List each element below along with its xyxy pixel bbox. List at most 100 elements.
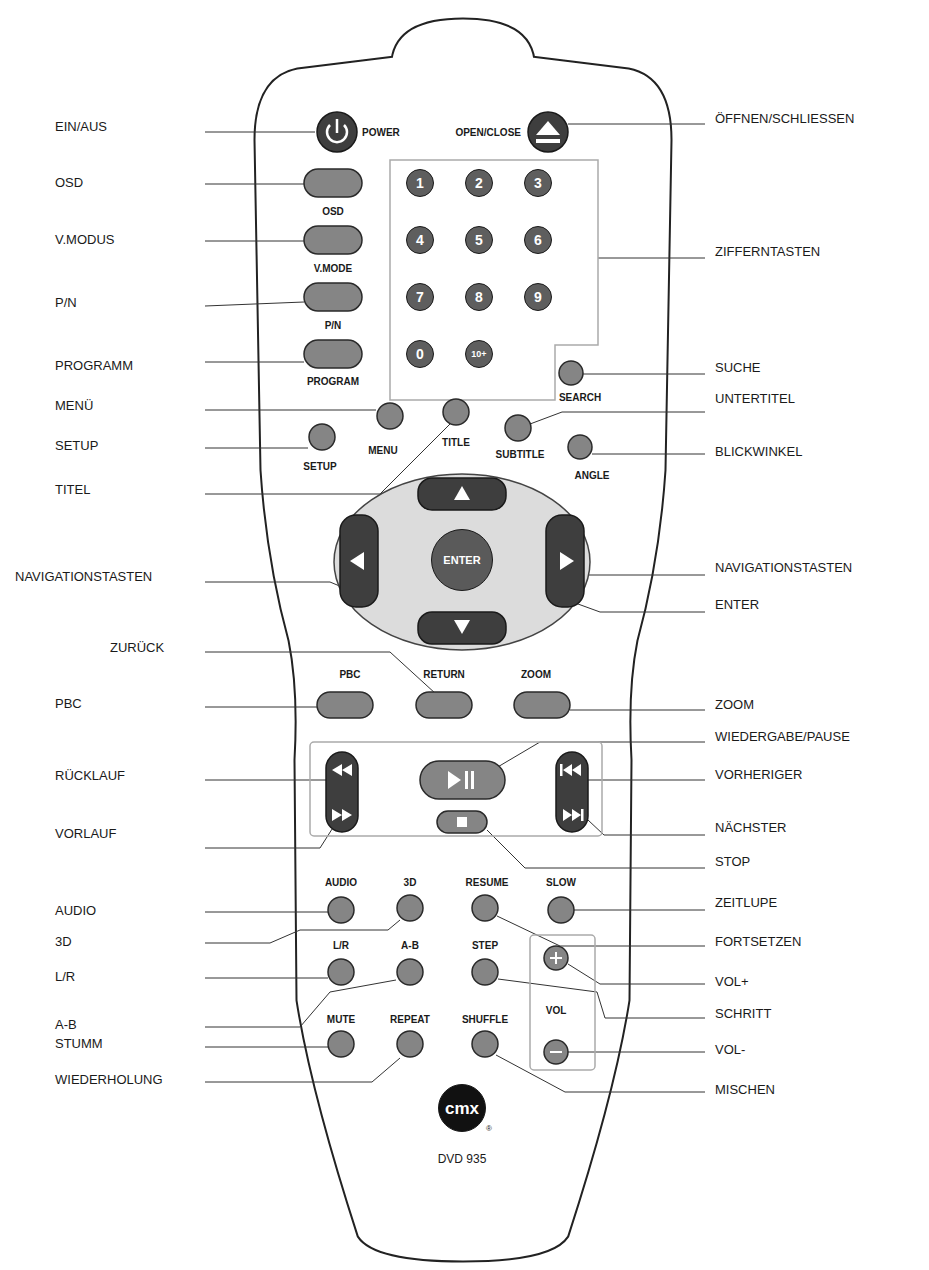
- callout-label: WIEDERHOLUNG: [55, 1073, 163, 1088]
- button-text: 4: [416, 233, 424, 247]
- callout-label: NAVIGATIONSTASTEN: [715, 561, 852, 576]
- callout-label: DVD 935: [438, 1153, 487, 1167]
- callout-label: ZEITLUPE: [715, 896, 777, 911]
- transport-buttons-part: [420, 761, 505, 799]
- side-buttons-part: [304, 226, 362, 254]
- side-buttons-part: [443, 399, 469, 425]
- button-caption: ZOOM: [521, 669, 551, 681]
- leader-lines-part: [498, 979, 705, 1018]
- side-buttons-part: [568, 435, 592, 459]
- transport-buttons-part: [471, 771, 474, 789]
- callout-label: VOL-: [715, 1043, 745, 1058]
- callout-label: PROGRAMM: [55, 359, 133, 374]
- leader-lines-part: [205, 448, 308, 449]
- callout-label: VORLAUF: [55, 827, 116, 842]
- leader-lines-part: [205, 920, 400, 943]
- leader-lines-part: [205, 980, 396, 1027]
- callout-label: VORHERIGER: [715, 768, 802, 783]
- button-caption: MUTE: [327, 1014, 355, 1026]
- mid-buttons: [317, 692, 570, 718]
- button-text: 7: [416, 290, 424, 304]
- remote-body: [258, 22, 668, 1258]
- leader-lines-part: [598, 258, 705, 259]
- transport-buttons-part: [556, 752, 588, 832]
- callout-label: STOP: [715, 855, 750, 870]
- navigation-pad-part: [418, 478, 506, 510]
- side-buttons-part: [505, 415, 531, 441]
- power-eject-buttons: [317, 112, 568, 152]
- frames-part: [530, 935, 595, 1070]
- navigation-pad: [334, 474, 590, 650]
- button-text: ENTER: [443, 555, 480, 566]
- leader-lines-part: [205, 1047, 328, 1048]
- callout-label: NÄCHSTER: [715, 821, 787, 836]
- transport-buttons-part: [437, 811, 487, 833]
- button-caption: P/N: [325, 320, 342, 332]
- navigation-pad-part: [546, 515, 584, 607]
- button-caption: RETURN: [423, 669, 465, 681]
- transport-buttons-part: [457, 817, 467, 827]
- button-caption: SHUFFLE: [462, 1014, 508, 1026]
- callout-label: SETUP: [55, 439, 98, 454]
- mid-buttons-part: [514, 692, 570, 718]
- callout-label: L/R: [55, 970, 75, 985]
- leader-lines-part: [205, 184, 304, 185]
- lower-buttons-part: [544, 946, 568, 970]
- remote-body-part: [258, 22, 668, 1258]
- leader-lines: [205, 124, 705, 1092]
- remote-body-part: [258, 22, 668, 1258]
- mid-buttons-part: [416, 692, 472, 718]
- button-caption: AUDIO: [325, 877, 357, 889]
- lower-buttons-part: [472, 959, 498, 985]
- leader-lines-part: [205, 826, 334, 848]
- leader-lines-part: [570, 710, 705, 711]
- callout-label: STUMM: [55, 1037, 103, 1052]
- leader-lines-part: [568, 964, 705, 984]
- button-text: 3: [534, 176, 542, 190]
- leader-lines-part: [205, 1058, 400, 1082]
- number-button: 4: [406, 226, 434, 254]
- navigation-pad-part: [454, 486, 470, 500]
- button-caption: VOL: [546, 1005, 567, 1017]
- transport-buttons-part: [581, 809, 584, 821]
- enter-button: ENTER: [431, 529, 493, 591]
- lower-buttons-part: [397, 959, 423, 985]
- number-button: 8: [465, 283, 493, 311]
- callout-label: NAVIGATIONSTASTEN: [15, 570, 152, 585]
- callout-label: AUDIO: [55, 904, 96, 919]
- lower-buttons-part: [544, 1040, 568, 1064]
- power-eject-buttons-part: [336, 119, 339, 133]
- number-button: 5: [465, 226, 493, 254]
- leader-lines-part: [205, 978, 328, 979]
- button-caption: SETUP: [303, 461, 336, 473]
- lower-buttons-part: [328, 959, 354, 985]
- callout-label: V.MODUS: [55, 233, 114, 248]
- brand-logo: cmx: [438, 1084, 486, 1132]
- leader-lines-part: [205, 302, 304, 306]
- lower-buttons-part: [328, 897, 354, 923]
- number-button: 6: [524, 226, 552, 254]
- button-text: cmx: [445, 1100, 479, 1117]
- leader-lines-part: [205, 410, 376, 411]
- callout-label: ZIFFERNTASTEN: [715, 245, 820, 260]
- lower-buttons-part: [548, 897, 574, 923]
- transport-buttons-part: [563, 809, 581, 821]
- callout-label: TITEL: [55, 483, 90, 498]
- side-buttons-part: [309, 424, 335, 450]
- frames-part: [390, 160, 598, 400]
- side-buttons-part: [304, 283, 362, 311]
- button-caption: 3D: [404, 877, 417, 889]
- callout-label: FORTSETZEN: [715, 935, 801, 950]
- number-button: 1: [406, 169, 434, 197]
- button-caption: SEARCH: [559, 392, 601, 404]
- callout-label: SCHRITT: [715, 1007, 771, 1022]
- side-buttons-part: [304, 169, 362, 197]
- number-button: 3: [524, 169, 552, 197]
- number-button: 10+: [465, 340, 493, 368]
- callout-label: P/N: [55, 296, 77, 311]
- leader-lines-part: [205, 652, 436, 694]
- callout-label: RÜCKLAUF: [55, 769, 125, 784]
- side-buttons-part: [377, 403, 403, 429]
- side-buttons: [304, 169, 592, 459]
